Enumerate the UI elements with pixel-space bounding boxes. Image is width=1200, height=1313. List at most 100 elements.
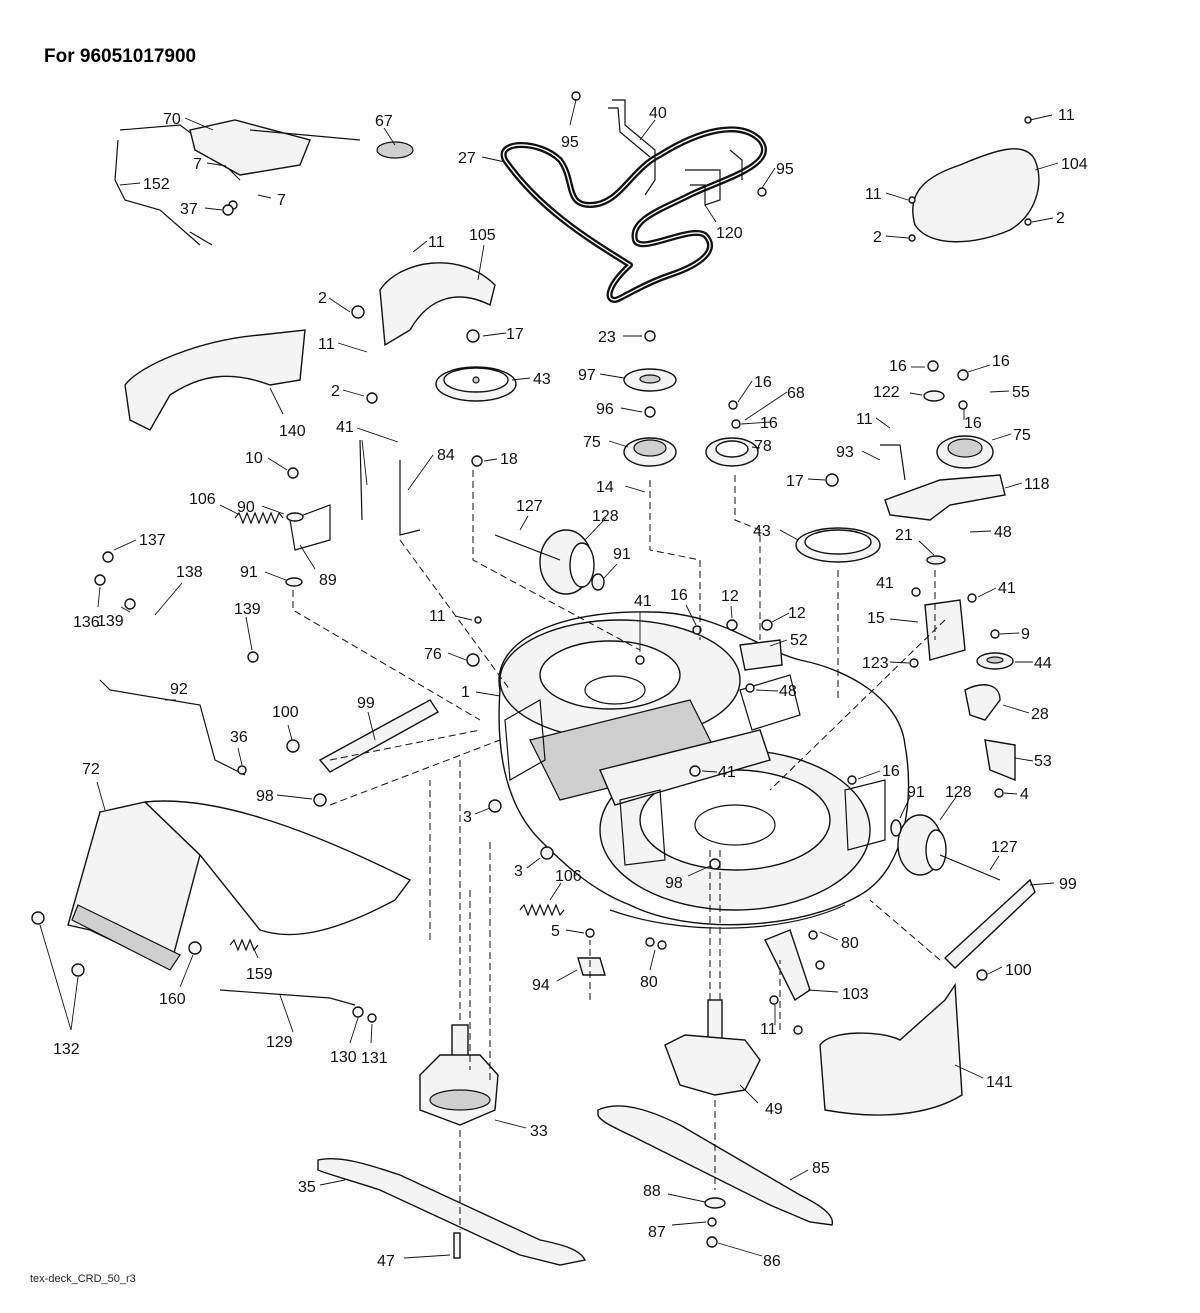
- callout-120: 120: [716, 225, 743, 242]
- callout-16-f: 16: [670, 587, 688, 604]
- callout-48-b: 48: [779, 683, 797, 700]
- callout-5: 5: [551, 923, 560, 940]
- callout-122: 122: [873, 384, 900, 401]
- callout-14: 14: [596, 479, 614, 496]
- callout-36: 36: [230, 729, 248, 746]
- callout-93: 93: [836, 444, 854, 461]
- callout-2-d: 2: [331, 383, 340, 400]
- callout-89: 89: [319, 572, 337, 589]
- callout-139-b: 139: [97, 613, 124, 630]
- callout-128: 128: [592, 508, 619, 525]
- callout-92: 92: [170, 681, 188, 698]
- callout-12-b: 12: [788, 605, 806, 622]
- callout-2: 2: [1056, 210, 1065, 227]
- callout-52: 52: [790, 632, 808, 649]
- brackets: [99, 439, 1036, 1006]
- callout-95-b: 95: [776, 161, 794, 178]
- callout-11-c: 11: [428, 234, 445, 251]
- callout-98: 98: [256, 788, 274, 805]
- callout-33: 33: [530, 1123, 548, 1140]
- callout-96: 96: [596, 401, 614, 418]
- lift-linkage: [114, 119, 414, 246]
- callout-55: 55: [1012, 384, 1030, 401]
- callout-17: 17: [506, 326, 524, 343]
- callout-91-c: 91: [907, 784, 925, 801]
- callout-17-b: 17: [786, 473, 804, 490]
- callout-141: 141: [986, 1074, 1013, 1091]
- callout-21: 21: [895, 527, 913, 544]
- callout-86: 86: [763, 1253, 781, 1270]
- belt-shield: [379, 262, 496, 347]
- callout-4: 4: [1020, 786, 1029, 803]
- callout-137: 137: [139, 532, 166, 549]
- callout-100-b: 100: [1005, 962, 1032, 979]
- callout-80-b: 80: [640, 974, 658, 991]
- callout-48: 48: [994, 524, 1012, 541]
- gauge-wheels: [494, 529, 1001, 881]
- discharge-chute: [67, 800, 412, 971]
- belt-guides: [571, 91, 767, 206]
- callout-11-f: 11: [429, 608, 446, 625]
- callout-131: 131: [361, 1050, 388, 1067]
- callout-87: 87: [648, 1224, 666, 1241]
- mulch-plate: [819, 982, 963, 1116]
- callout-76: 76: [424, 646, 442, 663]
- callout-123: 123: [862, 655, 889, 672]
- callout-7-b: 7: [277, 192, 286, 209]
- callout-67: 67: [375, 113, 393, 130]
- callout-16-c: 16: [992, 353, 1010, 370]
- callout-41-d: 41: [634, 593, 652, 610]
- callout-132: 132: [53, 1041, 80, 1058]
- left-deflector: [124, 329, 306, 431]
- callout-84: 84: [437, 447, 455, 464]
- leader-lines: [39, 99, 1059, 1259]
- callout-18: 18: [500, 451, 518, 468]
- callout-7: 7: [193, 156, 202, 173]
- callout-12: 12: [721, 588, 739, 605]
- callout-43: 43: [533, 371, 551, 388]
- callout-11-g: 11: [760, 1021, 777, 1038]
- callout-35: 35: [298, 1179, 316, 1196]
- mower-deck: [498, 611, 910, 929]
- callout-94: 94: [532, 977, 550, 994]
- drawing-reference: tex-deck_CRD_50_r3: [30, 1273, 136, 1285]
- callout-104: 104: [1061, 156, 1088, 173]
- callout-95: 95: [561, 134, 579, 151]
- callout-85: 85: [812, 1160, 830, 1177]
- callout-11-e: 11: [856, 411, 873, 428]
- callout-40: 40: [649, 105, 667, 122]
- deck-cover: [912, 148, 1040, 243]
- callout-88: 88: [643, 1183, 661, 1200]
- baffle: [764, 929, 811, 1002]
- callout-16-b: 16: [889, 358, 907, 375]
- callout-139: 139: [234, 601, 261, 618]
- callout-68: 68: [787, 385, 805, 402]
- callout-105: 105: [469, 227, 496, 244]
- callout-2-c: 2: [318, 290, 327, 307]
- callout-41-b: 41: [876, 575, 894, 592]
- callout-138: 138: [176, 564, 203, 581]
- callout-43-b: 43: [753, 523, 771, 540]
- callout-152: 152: [143, 176, 170, 193]
- callout-106-b: 106: [555, 868, 582, 885]
- callout-75: 75: [583, 434, 601, 451]
- callout-41-c: 41: [998, 580, 1016, 597]
- callout-160: 160: [159, 991, 186, 1008]
- hardware: [31, 116, 1032, 1259]
- callout-41-e: 41: [718, 764, 736, 781]
- callout-99-b: 99: [1059, 876, 1077, 893]
- callout-2-b: 2: [873, 229, 882, 246]
- callout-11: 11: [1058, 107, 1075, 124]
- callout-11-d: 11: [318, 336, 335, 353]
- callout-11-b: 11: [865, 186, 882, 203]
- callout-53: 53: [1034, 753, 1052, 770]
- callout-78: 78: [754, 438, 772, 455]
- drive-belt: [500, 126, 767, 303]
- assembly-lines: [292, 470, 946, 1230]
- callout-127: 127: [516, 498, 543, 515]
- callout-106: 106: [189, 491, 216, 508]
- callout-27: 27: [458, 150, 476, 167]
- callout-9: 9: [1021, 626, 1030, 643]
- callout-72: 72: [82, 761, 100, 778]
